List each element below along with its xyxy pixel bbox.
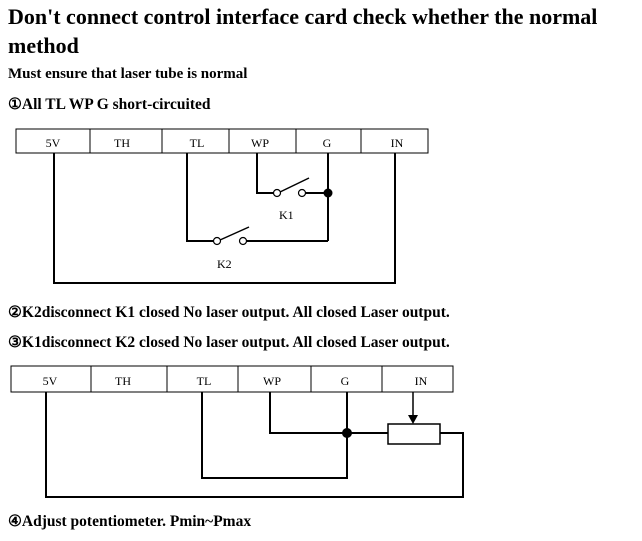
step-2-text: ②K2disconnect K1 closed No laser output.… <box>8 304 450 321</box>
terminal-strip-1: 5V TH TL WP G IN <box>15 128 429 154</box>
terminal-wp-label: WP <box>251 136 269 150</box>
terminal-5v-label-2: 5V <box>43 374 58 388</box>
terminal-in-label-2: IN <box>415 374 428 388</box>
junction-dot-g-2 <box>342 428 352 438</box>
wire-tl-2 <box>201 392 348 479</box>
terminal-5v-label: 5V <box>46 136 61 150</box>
terminal-th-label: TH <box>114 136 130 150</box>
terminal-tl-label: TL <box>190 136 205 150</box>
terminal-g-label-2: G <box>341 374 350 388</box>
potentiometer <box>387 392 441 445</box>
terminal-in-label: IN <box>391 136 404 150</box>
switch-k1: K1 <box>272 177 310 222</box>
wire-tl <box>186 153 214 242</box>
wire-wp-2 <box>269 392 388 434</box>
wiper-arrow-icon <box>408 415 418 424</box>
page-title: Don't connect control interface card che… <box>8 4 598 58</box>
step-4-text: ④Adjust potentiometer. Pmin~Pmax <box>8 513 252 530</box>
wire-wp <box>256 153 276 194</box>
terminal-wp-label-2: WP <box>263 374 281 388</box>
circuit-diagram-2: 5V TH TL WP G IN <box>10 365 464 498</box>
circuit-diagram-1: 5V TH TL WP G IN K1 K2 <box>15 128 429 284</box>
laser-tube-note: Must ensure that laser tube is normal <box>8 66 248 82</box>
switch-k2: K2 <box>212 226 250 271</box>
wire-5v-to-g-loop <box>53 153 396 284</box>
terminal-th-label-2: TH <box>115 374 131 388</box>
switch-k2-label: K2 <box>217 257 232 271</box>
switch-k1-label: K1 <box>279 208 294 222</box>
terminal-tl-label-2: TL <box>197 374 212 388</box>
step-1-text: ①All TL WP G short-circuited <box>8 96 211 113</box>
junction-dot-g <box>323 188 333 198</box>
step-3-text: ③K1disconnect K2 closed No laser output.… <box>8 334 450 351</box>
terminal-strip-2: 5V TH TL WP G IN <box>10 365 454 393</box>
terminal-g-label: G <box>323 136 332 150</box>
wire-5v-loop <box>45 392 464 498</box>
